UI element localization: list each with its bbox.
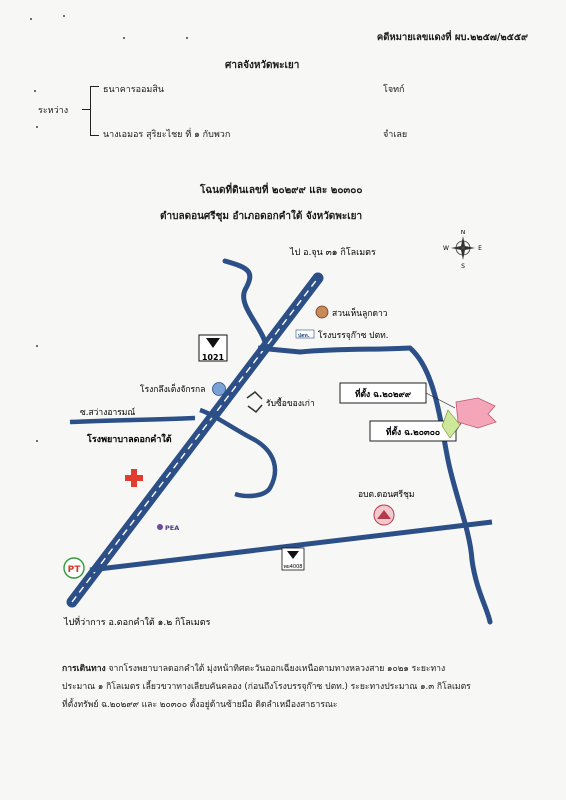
recycle-icon [246, 391, 263, 414]
highway-shield-4008: พย4008 [281, 547, 305, 571]
pt-station-icon: PT [63, 557, 85, 579]
directions-text: การเดินทาง จากโรงพยาบาลดอกคำใต้ มุ่งหน้า… [62, 660, 532, 714]
rice-mill-icon [212, 382, 226, 396]
plot-20300: ที่ตั้ง ฉ.๒๐๓๐๐ [369, 420, 457, 442]
plaintiff-name: ธนาคารออมสิน [103, 85, 164, 95]
gas-plant-marker: ปตท. โรงบรรจุก๊าซ ปตท. [295, 329, 388, 341]
location-title: ตำบลดอนศรีชุม อำเภอดอกคำใต้ จังหวัดพะเยา [160, 211, 363, 222]
canal-strip [441, 409, 461, 439]
compass-icon: N S E W [443, 230, 482, 270]
directions-line-1: การเดินทาง จากโรงพยาบาลดอกคำใต้ มุ่งหน้า… [62, 664, 446, 674]
deed-title: โฉนดที่ดินเลขที่ ๒๐๒๙๙ และ ๒๐๓๐๐ [200, 185, 363, 196]
label-to-district-office: ไปที่ว่าการ อ.ดอกคำใต้ ๑.๒ กิโลเมตร [63, 615, 211, 628]
label-soi: ซ.สว่างอารมณ์ [80, 407, 135, 418]
road-north [222, 258, 273, 351]
highway-number: 1021 [202, 353, 225, 362]
court-name: ศาลจังหวัดพะเยา [225, 60, 300, 71]
hospital-cross-icon [125, 469, 143, 487]
shield-4008-number: พย4008 [284, 564, 303, 570]
directions-line-2: ประมาณ ๑ กิโลเมตร เลี้ยวขวาทางเลียบคันคล… [62, 682, 471, 692]
compass-n: N [461, 230, 466, 236]
label-recycle: รับซื้อของเก่า [266, 397, 315, 409]
plot-leader-1 [425, 392, 456, 409]
gas-plant-brand: ปตท. [298, 332, 310, 339]
compass-e: E [478, 245, 482, 252]
defendant-role: จำเลย [383, 130, 408, 140]
party-brace-tick [82, 109, 90, 110]
compass-s: S [461, 263, 465, 270]
garden-marker: สวนเห็นลูกดาว [315, 305, 388, 319]
location-map: N S E W ไป อ.จุน ๓๑ กิโลเมตร 1021 สวนเห็… [63, 230, 497, 628]
pea-icon [157, 524, 163, 530]
party-brace [90, 86, 99, 136]
label-rice-mill: โรงกลึงเต็งจักรกล [140, 383, 205, 395]
soi-sawang-arom [69, 415, 196, 425]
directions-line-3: ที่ตั้งทรัพย์ ฉ.๒๐๒๙๙ และ ๒๐๓๐๐ ตั้งอยู่… [62, 700, 338, 710]
between-label: ระหว่าง [38, 106, 69, 116]
directions-label: การเดินทาง [62, 664, 106, 674]
plaintiff-role: โจทก์ [383, 85, 405, 95]
compass-w: W [443, 245, 449, 252]
label-tambon-office: อบต.ดอนศรีชุม [358, 489, 415, 500]
label-gas-plant: โรงบรรจุก๊าซ ปตท. [318, 330, 388, 341]
defendant-name: นางเอมอร สุริยะไชย ที่ ๑ กับพวก [103, 130, 231, 140]
highway-shield-1021: 1021 [198, 334, 228, 362]
label-garden: สวนเห็นลูกดาว [332, 307, 388, 319]
road-to-gas-plant [257, 345, 411, 355]
tambon-office-icon [373, 504, 395, 526]
loop-road [199, 407, 278, 499]
plot-20300-label: ที่ตั้ง ฉ.๒๐๓๐๐ [386, 425, 440, 438]
label-hospital: โรงพยาบาลดอกคำใต้ [86, 433, 172, 445]
label-pea: PEA [165, 524, 179, 532]
highway-center-dash [71, 277, 319, 603]
plot-parcel-shape [455, 397, 497, 429]
case-number: คดีหมายเลขแดงที่ ผบ.๒๒๕๗/๒๕๕๙ [376, 32, 528, 43]
road-4008 [89, 519, 493, 573]
plot-20299-label: ที่ตั้ง ฉ.๒๐๒๙๙ [355, 387, 411, 400]
canal-road [407, 345, 493, 625]
plot-20299: ที่ตั้ง ฉ.๒๐๒๙๙ [339, 382, 427, 404]
pt-brand: PT [68, 565, 82, 575]
label-to-chun: ไป อ.จุน ๓๑ กิโลเมตร [289, 247, 376, 258]
